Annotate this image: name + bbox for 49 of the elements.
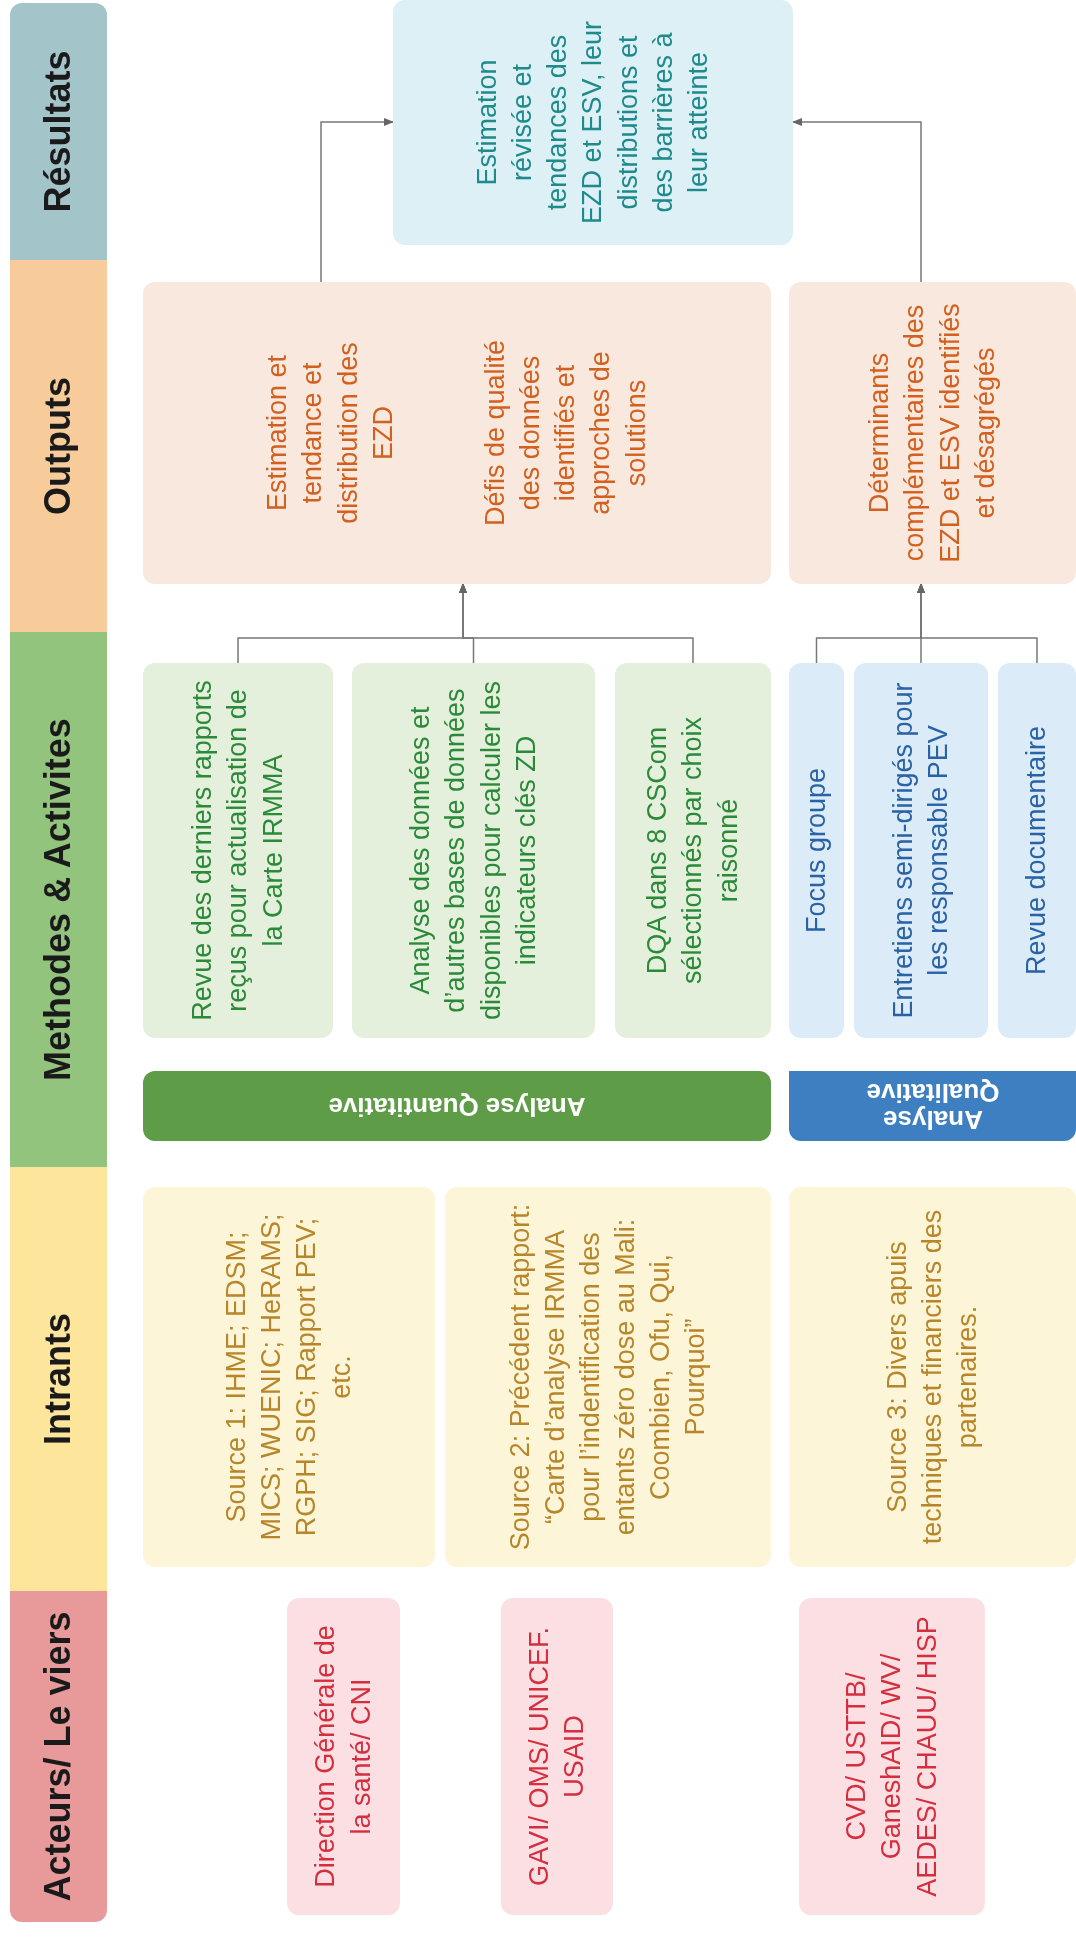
output-box — [143, 282, 771, 584]
box-text: Estimation révisée et tendances des EZD et ESV, leur distributions et des barrières à leur atteinte — [471, 19, 714, 227]
box-text: Défis de qualité des données identifiés et approches de solutions — [479, 338, 652, 529]
stage-header — [10, 3, 107, 260]
output-box — [789, 282, 1076, 584]
box-text: Analyse des données et d’autres bases de données disponibles pour calculer les indicateurs clés ZD — [404, 679, 542, 1023]
analysis-band — [143, 1071, 771, 1141]
activity-box — [615, 663, 771, 1038]
actor-box — [799, 1598, 985, 1915]
stage-label: Methodes & Activites — [36, 718, 80, 1081]
stage-label: Intrants — [36, 1313, 80, 1445]
box-text: Revue documentaire — [1020, 725, 1053, 976]
actor-box — [501, 1598, 613, 1915]
activity-box — [789, 663, 844, 1038]
connector-arrow — [458, 582, 694, 664]
box-text: DQA dans 8 CSCom sélectionnés par choix raisonné — [641, 715, 744, 987]
box-text: Source 2: Précédent rapport: “Carte d’analyse IRMMA pour l’indentification des entants zéro dose au Mali: Coombien, Ofu, Qui, Pourquoi” — [503, 1202, 712, 1553]
box-text: Source 1: IHME; EDSM; MICS; WUENIC; HeRAMS; RGPH; SIG; Rapport PEV; etc. — [219, 1212, 358, 1543]
box-text: GAVI/ OMS/ UNICEF. USAID — [522, 1626, 590, 1888]
activity-box — [998, 663, 1076, 1038]
box-text: CVD/ USTTB/ GaneshAID/ WV/ AEDES/ CHAUU/ HISP — [840, 1615, 943, 1899]
connector-arrow — [320, 117, 395, 283]
actor-box — [287, 1598, 400, 1915]
box-text: Source 3: Divers apuis techniques et financiers des partenaires. — [880, 1208, 984, 1547]
connector-arrow — [791, 117, 922, 283]
activity-box — [352, 663, 595, 1038]
stage-label: Résultats — [36, 50, 80, 213]
analysis-band — [789, 1071, 1076, 1141]
stage-header — [10, 1167, 107, 1591]
input-box — [789, 1187, 1076, 1567]
box-text: Direction Générale de la santé/ CNI — [309, 1624, 377, 1890]
activity-box — [854, 663, 988, 1038]
box-text: Entretiens semi-dirigés pour les responsable PEV — [886, 681, 954, 1021]
input-box — [445, 1187, 771, 1567]
box-text: Revue des derniers rapports reçus pour actualisation de la Carte IRMMA — [186, 679, 289, 1023]
stage-header — [10, 632, 107, 1167]
stage-label: Outputs — [36, 377, 80, 515]
stage-header — [10, 260, 107, 632]
box-text: Focus groupe — [799, 767, 832, 934]
activity-box — [143, 663, 333, 1038]
box-text: Analyse Qualitative — [865, 1078, 1000, 1134]
box-text: Analyse Quantitative — [327, 1092, 587, 1120]
connector-arrow — [916, 582, 1038, 664]
input-box — [143, 1187, 435, 1567]
stage-label: Acteurs/ Le viers — [36, 1611, 80, 1902]
box-text: Estimation et tendance et distribution des EZD — [261, 341, 399, 526]
box-text: Déterminants complémentaires des EZD et ESV identifiés et désagrégés — [863, 302, 1001, 565]
stage-header — [10, 1591, 107, 1922]
result-box — [393, 0, 793, 245]
